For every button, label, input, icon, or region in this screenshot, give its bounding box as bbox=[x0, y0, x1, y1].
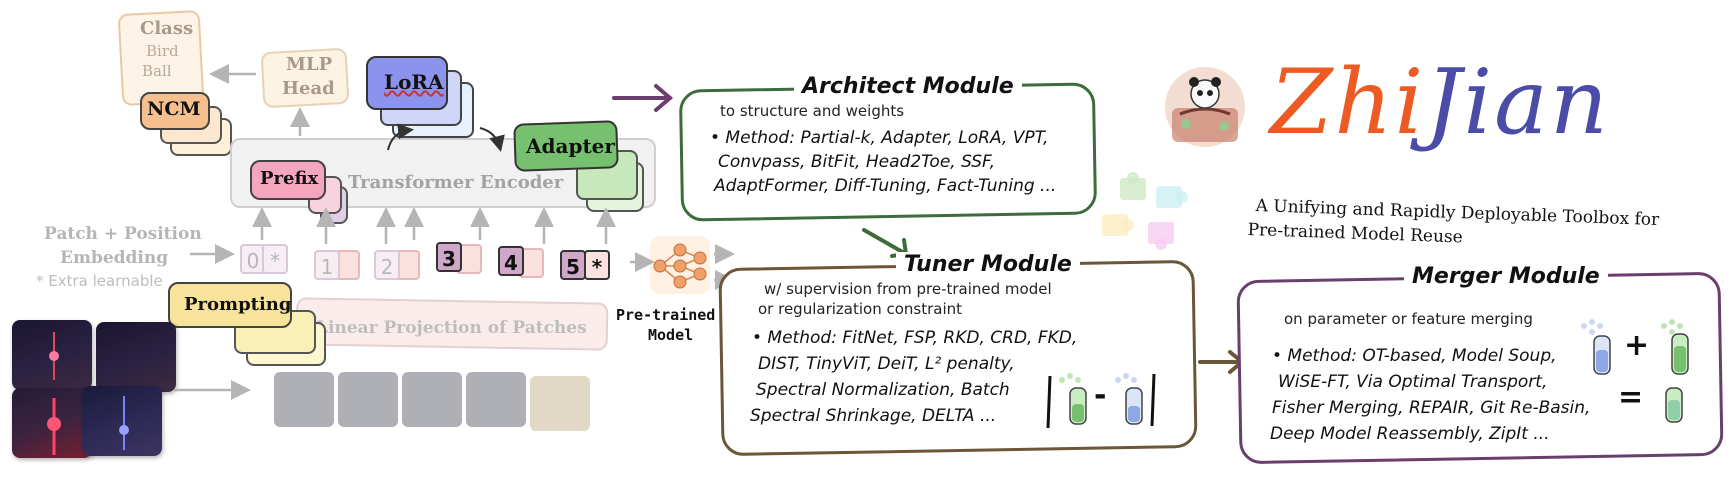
mlp-head-line1: MLP bbox=[286, 54, 333, 75]
pretrained-model-line2: Model bbox=[648, 326, 694, 344]
merger-formula-icon bbox=[1581, 319, 1689, 423]
adapter-label: Adapter bbox=[526, 134, 615, 158]
merger-method-line-2: WiSE-FT, Via Optimal Transport, bbox=[1278, 372, 1548, 392]
prefix-label: Prefix bbox=[260, 168, 319, 189]
merger-module-title: Merger Module bbox=[1404, 264, 1608, 289]
class-item-ball: Ball bbox=[142, 62, 172, 80]
tower-lights bbox=[47, 332, 129, 455]
tuner-method-line-1: • Method: FitNet, FSP, RKD, CRD, FKD, bbox=[752, 328, 1078, 348]
logo-wordmark: ZhiJian bbox=[1270, 48, 1610, 158]
class-title: Class bbox=[140, 18, 194, 39]
token-3: 3 bbox=[436, 242, 462, 272]
architect-method-line-2: Convpass, BitFit, Head2Toe, SSF, bbox=[718, 152, 996, 172]
extra-learnable-note: * Extra learnable bbox=[36, 272, 163, 290]
tuner-method-line-2: DIST, TinyViT, DeiT, L² penalty, bbox=[758, 354, 1015, 374]
prefix-box bbox=[250, 160, 326, 200]
merger-formula-plus: + bbox=[1624, 328, 1650, 363]
pretrained-model-line1: Pre-trained bbox=[616, 306, 716, 324]
embedding-label-line1: Patch + Position bbox=[44, 224, 202, 244]
patch-thumb-3 bbox=[402, 372, 462, 427]
tuner-module-title: Tuner Module bbox=[896, 252, 1080, 277]
ncm-box bbox=[140, 92, 210, 130]
token-4: 4 bbox=[498, 246, 524, 276]
arrow-tuner-to-merger bbox=[1198, 350, 1246, 374]
tuner-formula-minus: - bbox=[1094, 378, 1107, 413]
photo-tower-2 bbox=[96, 322, 176, 392]
architect-module-subtitle: to structure and weights bbox=[720, 102, 905, 120]
architect-method-line-1: • Method: Partial-k, Adapter, LoRA, VPT, bbox=[710, 128, 1049, 148]
logo-part-1: Zhi bbox=[1270, 50, 1426, 155]
class-item-bird: Bird bbox=[146, 42, 179, 60]
ncm-label: NCM bbox=[147, 98, 201, 120]
architect-method-line-3: AdaptFormer, Diff-Tuning, Fact-Tuning ..… bbox=[714, 176, 1057, 196]
merger-method-line-4: Deep Model Reassembly, ZipIt ... bbox=[1270, 424, 1550, 444]
token-1: 1 bbox=[314, 250, 340, 280]
patch-thumb-2 bbox=[338, 372, 398, 427]
arrow-to-architect bbox=[612, 84, 674, 112]
photo-tower-4 bbox=[82, 386, 162, 456]
token-2: 2 bbox=[374, 250, 400, 280]
tuner-formula-icon bbox=[1046, 373, 1156, 429]
tuner-method-line-3: Spectral Normalization, Batch bbox=[756, 380, 1010, 400]
merger-method-line-1: • Method: OT-based, Model Soup, bbox=[1272, 346, 1557, 366]
mlp-head-line2: Head bbox=[282, 78, 335, 99]
patch-thumb-5 bbox=[530, 376, 590, 431]
linear-projection-label: Linear Projection of Patches bbox=[316, 318, 587, 338]
prompting-label: Prompting bbox=[184, 294, 292, 315]
merger-formula-equals: = bbox=[1618, 380, 1644, 415]
logo-part-2: Jian bbox=[1425, 50, 1610, 155]
merger-module-subtitle: on parameter or feature merging bbox=[1284, 310, 1533, 328]
patch-thumb-4 bbox=[466, 372, 526, 427]
tuner-method-line-4: Spectral Shrinkage, DELTA ... bbox=[750, 406, 997, 426]
lora-label: LoRA bbox=[384, 70, 444, 94]
transformer-encoder-label: Transformer Encoder bbox=[348, 172, 564, 193]
prompting-box bbox=[168, 282, 292, 328]
neural-network-icon bbox=[650, 236, 710, 294]
token-extra-2: * bbox=[584, 250, 610, 280]
panda-mascot-icon bbox=[1165, 67, 1245, 147]
patch-thumb-1 bbox=[274, 372, 334, 427]
lora-box bbox=[366, 56, 448, 110]
token-extra-1: * bbox=[262, 244, 288, 274]
puzzle-pieces-icon bbox=[1102, 172, 1188, 250]
tuner-module-subtitle-line-2: or regularization constraint bbox=[758, 300, 963, 318]
merger-method-line-3: Fisher Merging, REPAIR, Git Re-Basin, bbox=[1272, 398, 1591, 418]
embedding-label-line2: Embedding bbox=[60, 248, 169, 268]
tuner-module-subtitle-line-1: w/ supervision from pre-trained model bbox=[764, 280, 1052, 298]
token-0: 0 bbox=[240, 244, 266, 274]
tagline-line-2: Pre-trained Model Reuse bbox=[1247, 220, 1464, 248]
architect-module-title: Architect Module bbox=[794, 74, 1022, 99]
